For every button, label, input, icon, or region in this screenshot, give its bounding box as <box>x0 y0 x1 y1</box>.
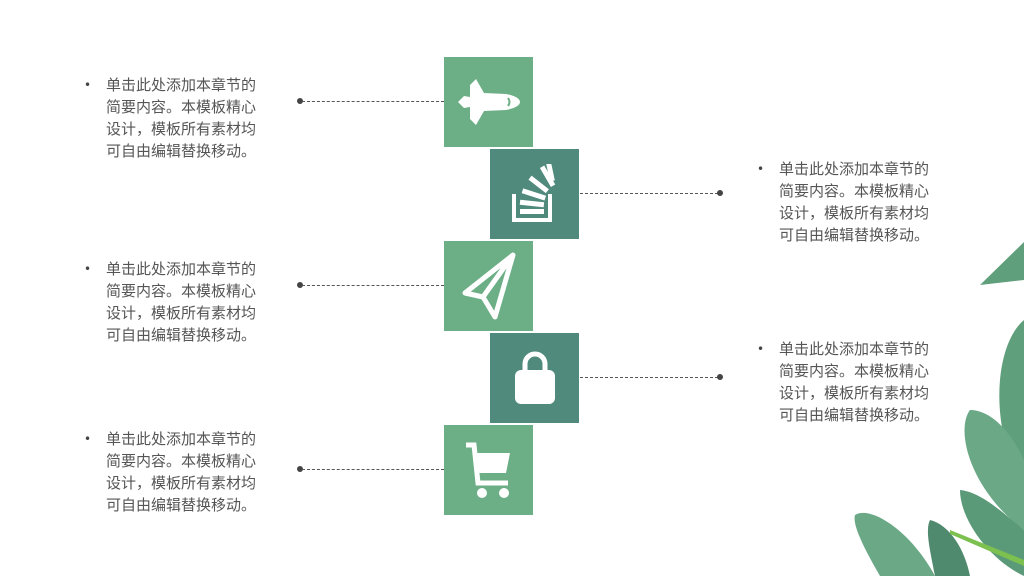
shuttle-tile <box>444 57 533 147</box>
text-block-4: • 单击此处添加本章节的简要内容。本模板精心设计，模板所有素材均可自由编辑替换移动… <box>757 338 941 426</box>
bullet: • <box>757 342 765 356</box>
stack-overflow-icon <box>511 164 555 222</box>
text-block-2: • 单击此处添加本章节的简要内容。本模板精心设计，模板所有素材均可自由编辑替换移动… <box>757 158 941 246</box>
connector-line <box>302 469 444 470</box>
description: 单击此处添加本章节的简要内容。本模板精心设计，模板所有素材均可自由编辑替换移动。 <box>106 260 257 344</box>
connector-dot <box>717 190 723 196</box>
shopping-cart-icon <box>465 442 510 498</box>
bullet: • <box>84 432 92 446</box>
description: 单击此处添加本章节的简要内容。本模板精心设计，模板所有素材均可自由编辑替换移动。 <box>779 340 930 424</box>
connector-line <box>580 377 718 378</box>
description: 单击此处添加本章节的简要内容。本模板精心设计，模板所有素材均可自由编辑替换移动。 <box>779 160 930 244</box>
plane-tile <box>444 241 533 331</box>
cart-tile <box>444 425 533 515</box>
bullet: • <box>84 262 92 276</box>
connector-dot <box>717 374 723 380</box>
connector-line <box>302 285 444 286</box>
text-block-1: • 单击此处添加本章节的简要内容。本模板精心设计，模板所有素材均可自由编辑替换移动… <box>84 74 268 162</box>
space-shuttle-icon <box>457 79 520 125</box>
leaf-decoration <box>854 242 1024 576</box>
lock-icon <box>514 351 555 404</box>
text-block-3: • 单击此处添加本章节的简要内容。本模板精心设计，模板所有素材均可自由编辑替换移动… <box>84 258 268 346</box>
bullet: • <box>757 162 765 176</box>
connector-dot <box>297 466 303 472</box>
description: 单击此处添加本章节的简要内容。本模板精心设计，模板所有素材均可自由编辑替换移动。 <box>106 430 257 514</box>
connector-line <box>302 101 444 102</box>
description: 单击此处添加本章节的简要内容。本模板精心设计，模板所有素材均可自由编辑替换移动。 <box>106 76 257 160</box>
text-block-5: • 单击此处添加本章节的简要内容。本模板精心设计，模板所有素材均可自由编辑替换移动… <box>84 428 268 516</box>
connector-line <box>580 193 718 194</box>
paper-plane-icon <box>462 252 515 320</box>
stack-tile <box>490 149 579 239</box>
lock-tile <box>490 333 579 423</box>
bullet: • <box>84 78 92 92</box>
connector-dot <box>297 282 303 288</box>
connector-dot <box>297 98 303 104</box>
